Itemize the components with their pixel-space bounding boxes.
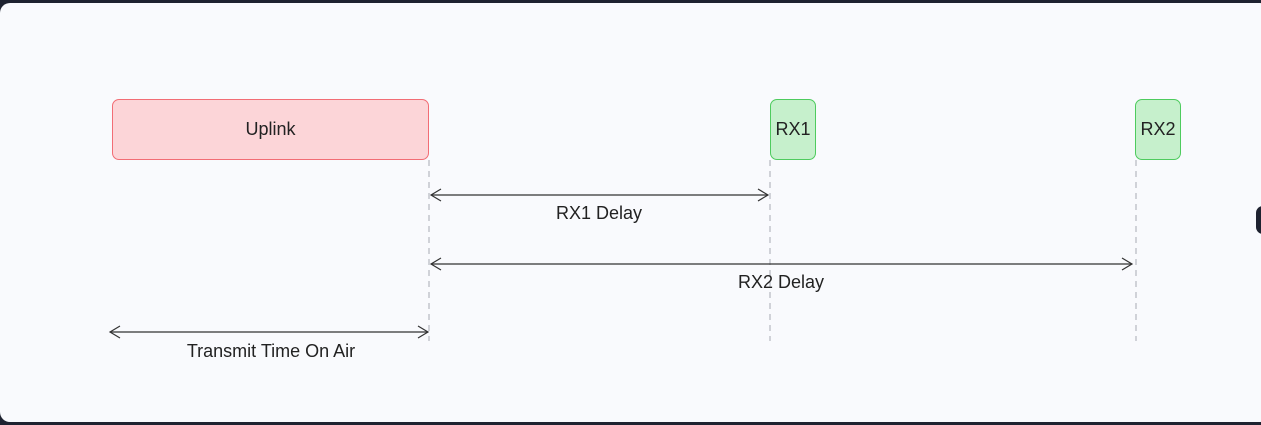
transmit-time-label: Transmit Time On Air	[186, 341, 356, 361]
edge-handle	[1256, 206, 1261, 234]
rx1-label: RX1	[775, 119, 811, 139]
rx2-label: RX2	[1140, 119, 1176, 139]
uplink-block: Uplink	[112, 99, 429, 160]
rx1-delay-arrow	[429, 188, 770, 202]
rx2-delay-arrow	[429, 257, 1134, 271]
rx2-delay-label: RX2 Delay	[737, 272, 825, 292]
rx1-delay-label: RX1 Delay	[555, 203, 643, 223]
rx1-window-block: RX1	[770, 99, 816, 160]
timing-lines	[108, 160, 1137, 341]
uplink-label: Uplink	[245, 119, 296, 139]
rx2-window-block: RX2	[1135, 99, 1181, 160]
transmit-time-arrow	[108, 325, 430, 339]
diagram-canvas: Uplink RX1 RX2 RX1 Delay RX2 Delay Trans…	[0, 3, 1261, 422]
